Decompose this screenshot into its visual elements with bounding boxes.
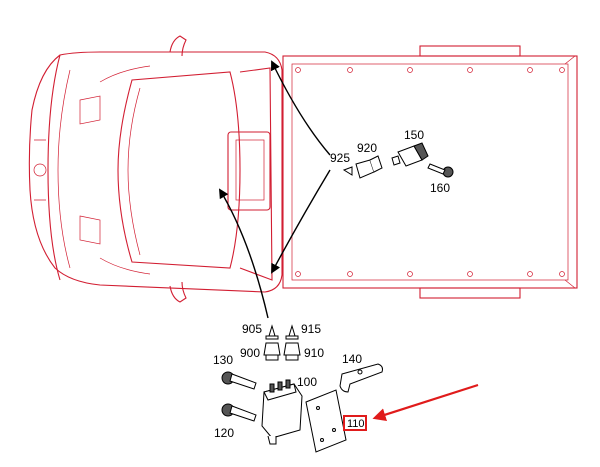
part-905-icon: [265, 324, 279, 340]
label-130: 130: [213, 353, 233, 367]
leader-arrows: [218, 60, 331, 319]
part-100-icon: [261, 379, 303, 445]
label-100: 100: [297, 375, 317, 389]
part-900-icon: [263, 342, 281, 361]
part-925-icon: [342, 166, 353, 176]
part-150-icon: [391, 142, 429, 167]
highlight-box: [343, 415, 367, 431]
label-910: 910: [304, 346, 324, 360]
label-150: 150: [404, 128, 424, 142]
label-915: 915: [301, 322, 321, 336]
part-140-icon: [339, 363, 383, 393]
label-900: 900: [240, 346, 260, 360]
label-120: 120: [214, 426, 234, 440]
part-110-icon: [305, 389, 347, 453]
part-920-icon: [355, 155, 383, 179]
label-920: 920: [357, 141, 377, 155]
label-140: 140: [342, 352, 362, 366]
part-160-icon: [427, 163, 454, 178]
part-130-icon: [221, 371, 257, 390]
label-110: 110: [347, 418, 365, 430]
part-120-icon: [221, 403, 257, 422]
label-905: 905: [242, 322, 262, 336]
vehicle-outline: [28, 35, 283, 303]
part-915-icon: [285, 324, 299, 340]
part-910-icon: [283, 342, 301, 361]
highlight-arrow: [372, 383, 479, 422]
cargo-bed-outline: [282, 45, 578, 299]
label-160: 160: [430, 181, 450, 195]
label-925: 925: [330, 151, 350, 165]
